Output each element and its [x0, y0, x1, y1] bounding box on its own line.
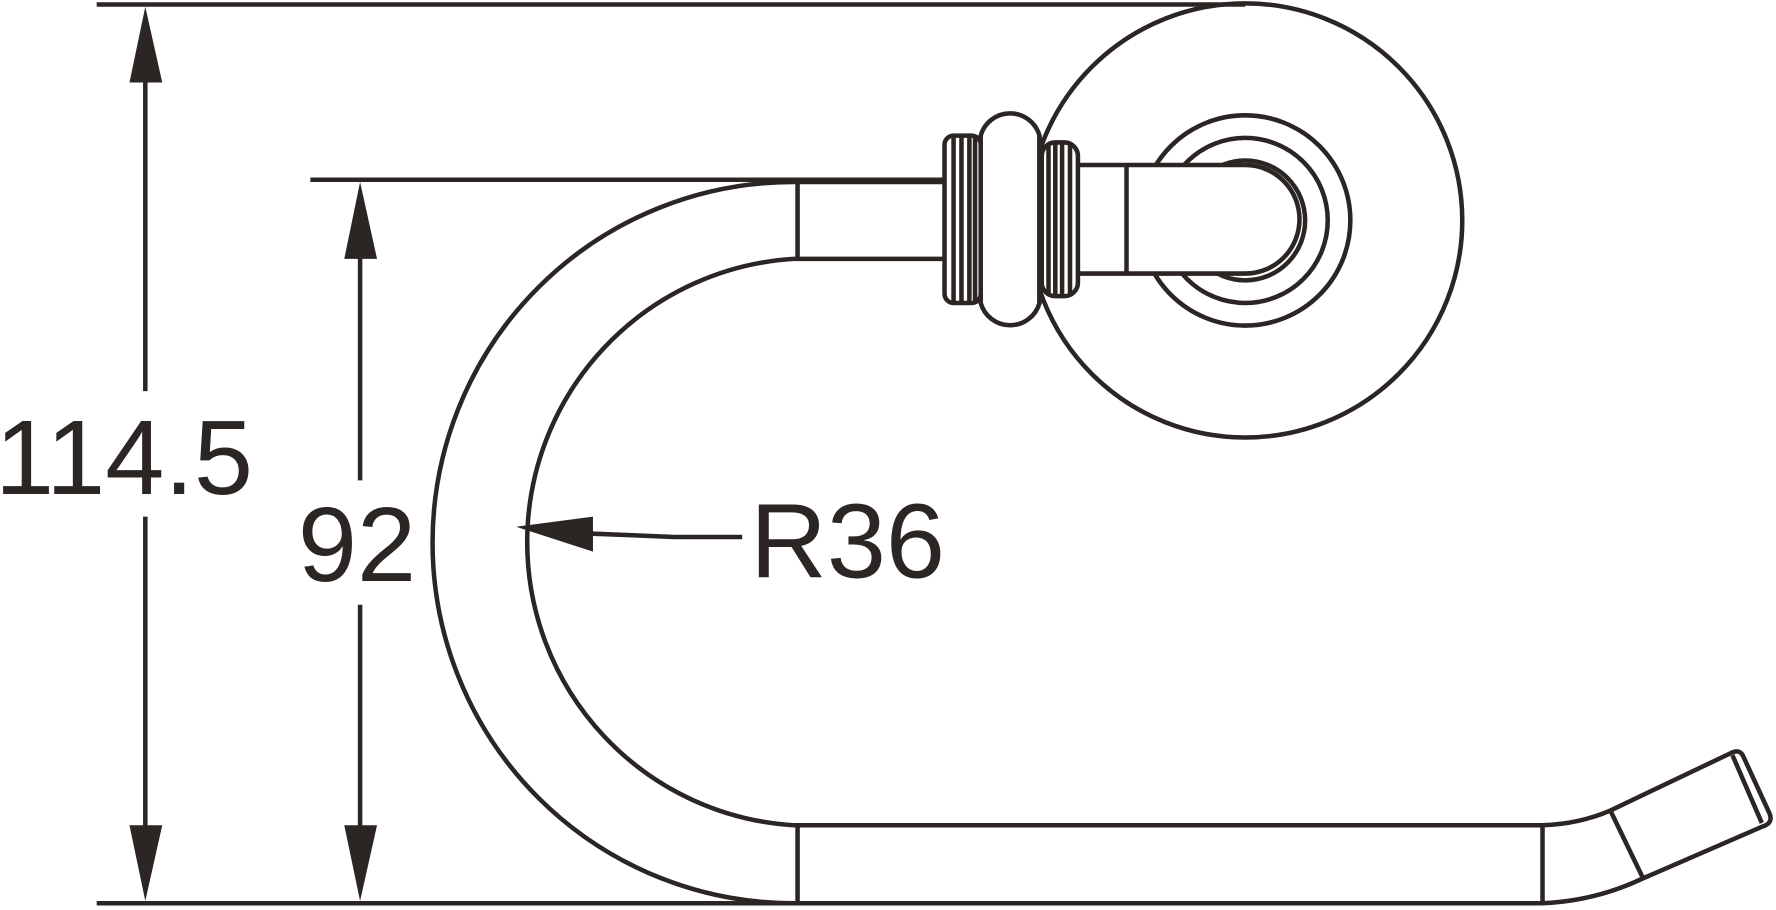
arrow-left-icon: [516, 516, 593, 552]
tip-seam: [1608, 809, 1646, 880]
stem-body: [1068, 162, 1302, 276]
inner-height-dimension: 92: [298, 177, 946, 901]
c-arm: [430, 179, 1773, 906]
inner-height-label: 92: [298, 485, 416, 604]
radius-callout: R36: [516, 482, 945, 601]
knob: [978, 111, 1042, 328]
tip-end: [1730, 754, 1764, 824]
leader-line: [589, 531, 743, 540]
overall-height-dimension: 114.5: [0, 2, 1246, 906]
arm-inner-arc: [525, 256, 794, 828]
overall-height-label: 114.5: [0, 398, 253, 517]
arrow-up-icon: [129, 6, 163, 83]
radius-label: R36: [750, 482, 945, 601]
stem: [942, 111, 1302, 328]
arrow-up-icon: [344, 182, 378, 259]
arrow-down-icon: [344, 825, 378, 901]
arm-tip: [1542, 749, 1773, 906]
arm-outer-arc: [430, 179, 794, 906]
arrow-down-icon: [129, 825, 163, 901]
